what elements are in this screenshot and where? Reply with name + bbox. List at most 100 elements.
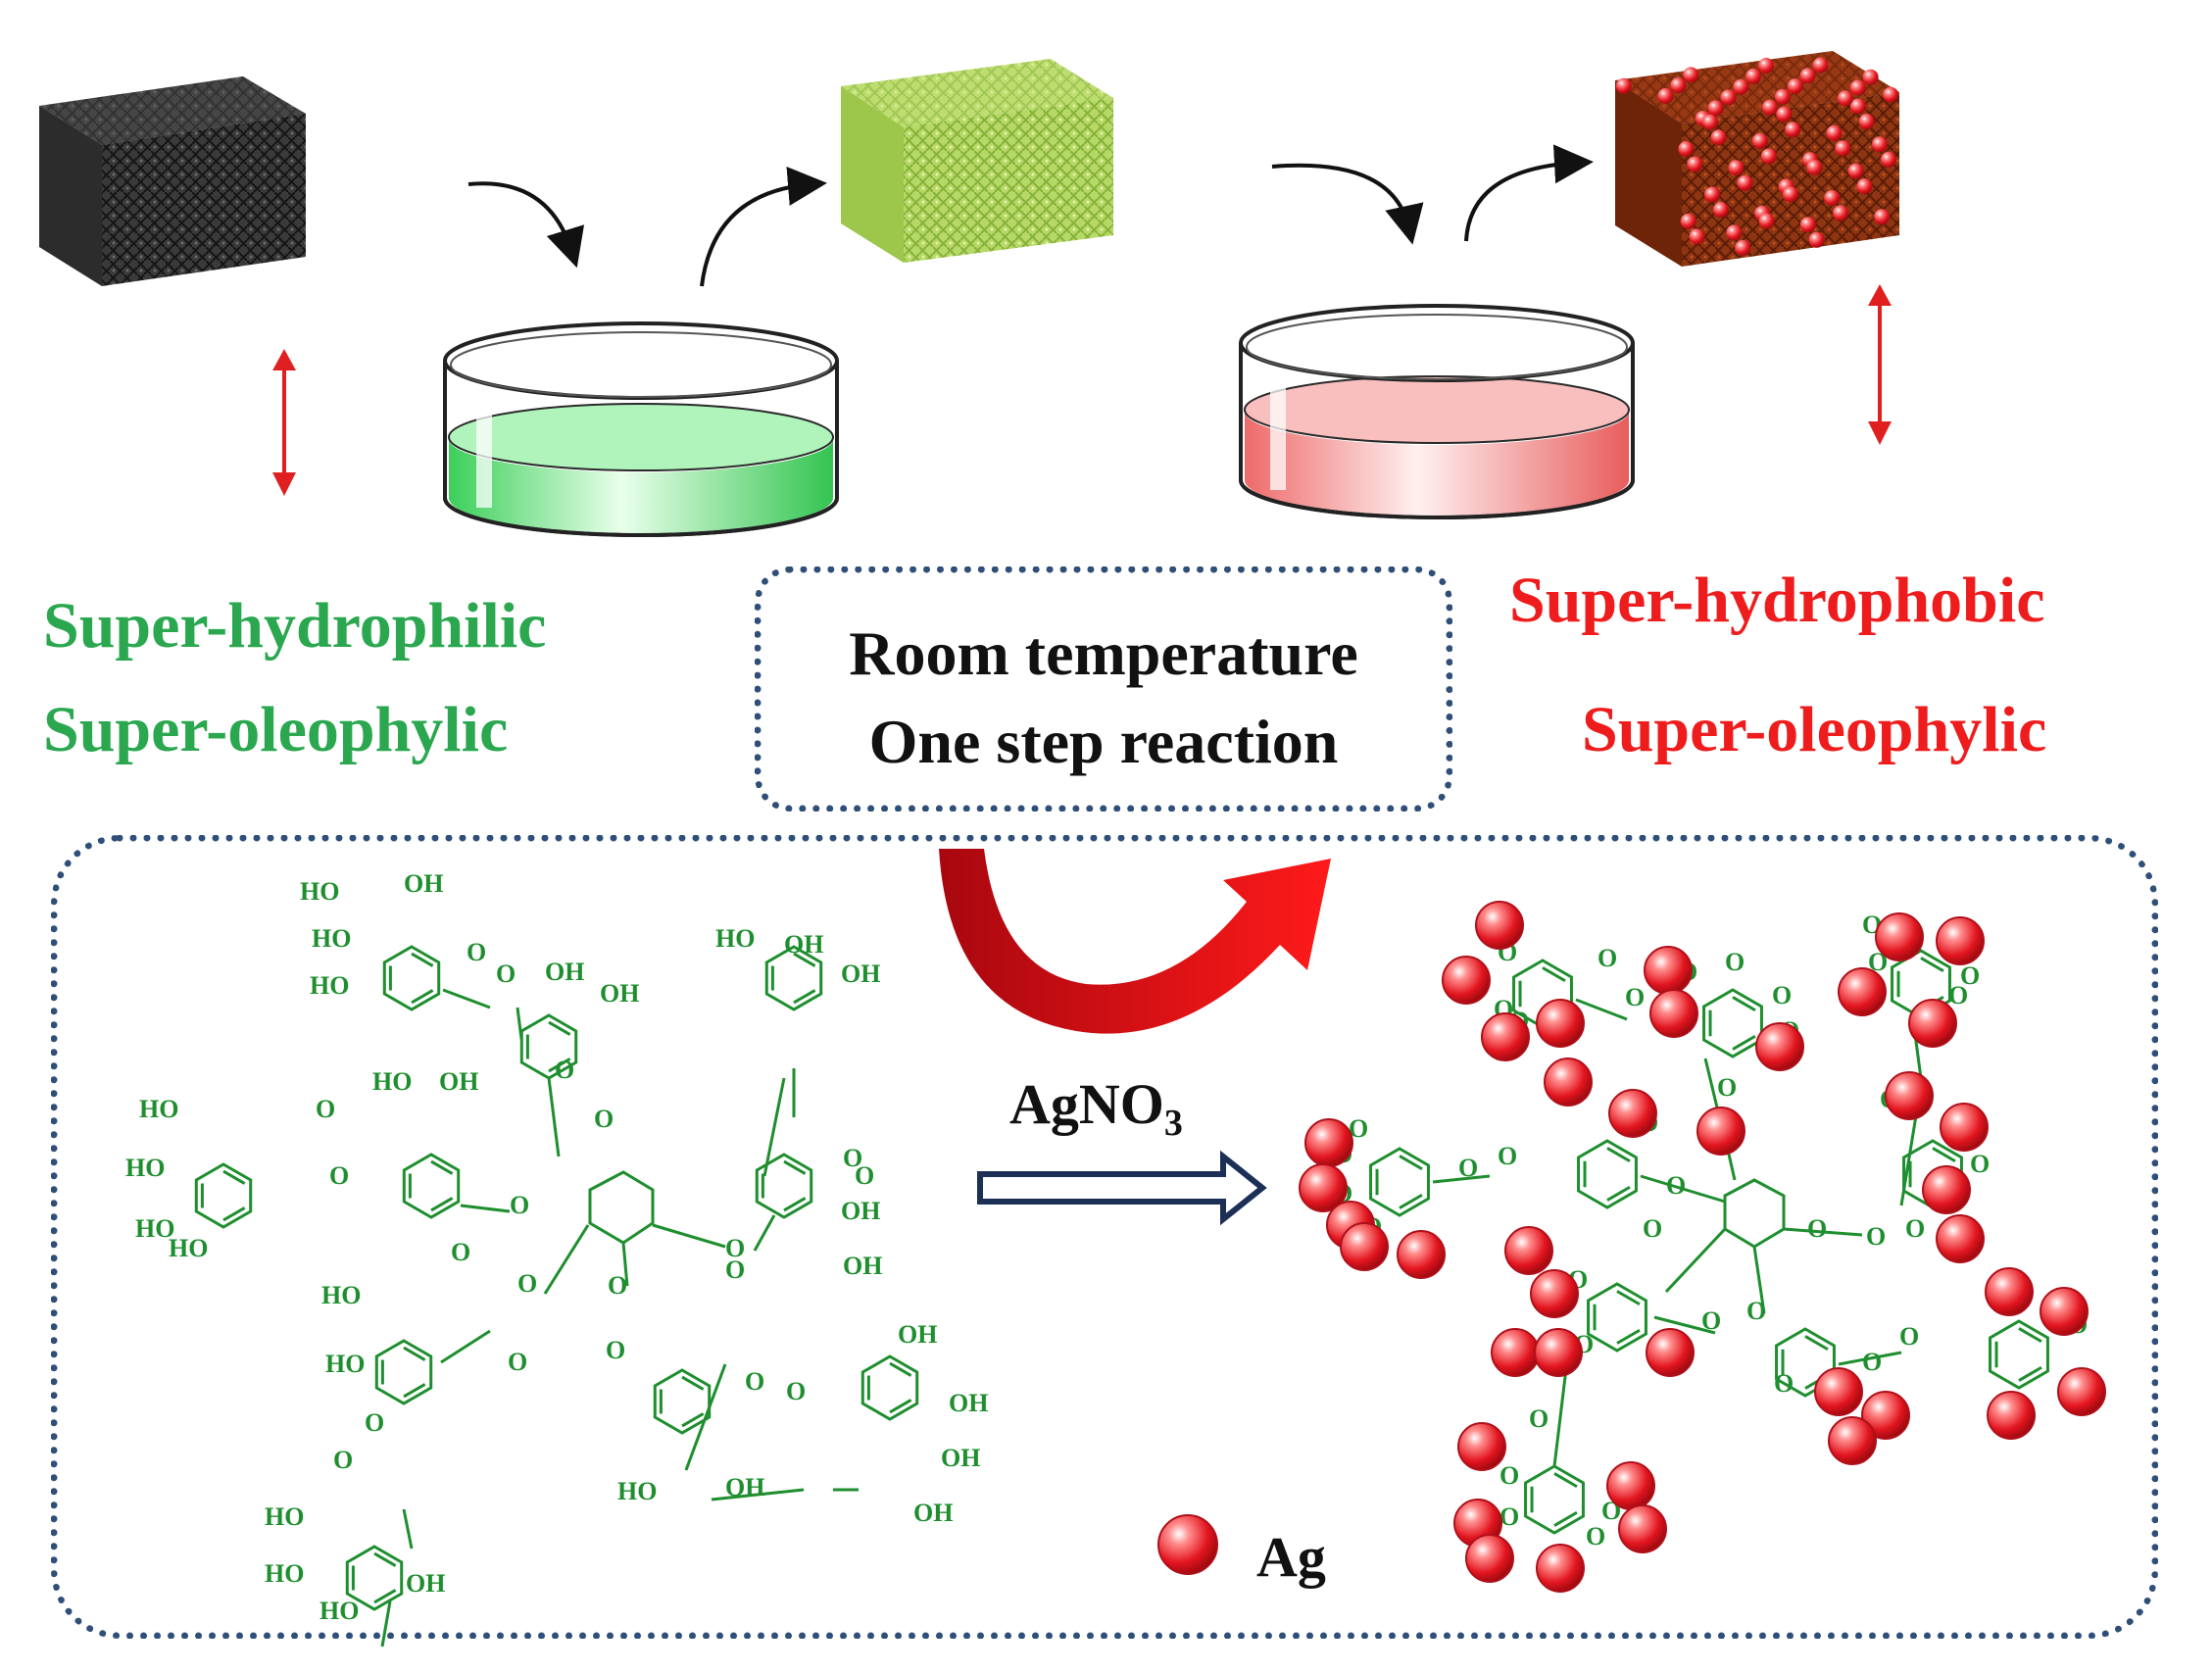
ring-left-core-double-bond	[430, 1159, 454, 1175]
ag-linkage-bond-1	[1703, 1058, 1719, 1108]
silver-particle-35	[1457, 1422, 1506, 1471]
linkage-bond-12	[402, 1508, 414, 1550]
ring-bottom-gallate-double-bond	[373, 1551, 397, 1567]
chem-label-oh-28: HO	[320, 1597, 359, 1625]
chem-label-o-13: O	[517, 1269, 537, 1298]
silver-particle-29	[1861, 1391, 1910, 1440]
ring-left-core	[402, 1153, 461, 1219]
sponge-silver-dot-27	[1862, 69, 1879, 85]
chem-label-o-10: O	[855, 1161, 874, 1190]
curved-arrow-icon-3	[1271, 163, 1424, 245]
chem-label-oh-15: OH	[439, 1067, 478, 1096]
chem-label-oh-29: OH	[406, 1569, 445, 1598]
chem-label-oh-24: HO	[617, 1477, 657, 1505]
ag-chem-label-r37: O	[1774, 1369, 1794, 1398]
ag-chem-label-r36: O	[1746, 1297, 1766, 1325]
ring-top-right	[764, 945, 823, 1011]
ring-right-core-double-bond	[783, 1159, 807, 1175]
sponge-silver-dot-34	[1799, 217, 1816, 233]
chem-label-oh-27: HO	[265, 1559, 304, 1588]
ag-chem-label-r45: O	[1586, 1522, 1605, 1550]
linkage-bond-8	[440, 1329, 491, 1364]
silver-particle-17	[1299, 1163, 1348, 1212]
silver-particle-7	[1875, 912, 1924, 961]
ag-chem-label-r31: O	[1905, 1214, 1925, 1243]
sponge-silver-dot-39	[1762, 99, 1778, 116]
ring-left-gallate-double-bond	[222, 1206, 246, 1222]
sponge-silver-dot-37	[1824, 189, 1841, 206]
chem-label-o-8: O	[451, 1238, 470, 1266]
chem-label-o-11: O	[725, 1234, 745, 1262]
chem-label-oh-5: OH	[545, 958, 584, 986]
sponge-silver-dot-35	[1880, 151, 1896, 168]
chem-label-oh-23: OH	[913, 1499, 953, 1527]
ag-chem-label-r10: O	[1772, 981, 1792, 1009]
ag-ring-bottom-gallate	[1524, 1464, 1585, 1535]
ring-bottom-core	[653, 1368, 712, 1435]
silver-particle-26	[1922, 1165, 1971, 1214]
chem-label-oh-18: HO	[321, 1281, 361, 1309]
sponge-silver-dot-25	[1728, 160, 1745, 176]
silver-particle-icon	[1157, 1514, 1218, 1575]
silver-particle-37	[1465, 1534, 1514, 1583]
silver-particle-20	[1397, 1230, 1446, 1279]
silver-particle-32	[2040, 1287, 2089, 1336]
linkage-bond-2	[547, 1077, 561, 1157]
silver-particle-38	[1536, 1544, 1585, 1593]
chem-label-oh-26: HO	[265, 1502, 304, 1531]
chem-label-oh-12: HO	[135, 1214, 174, 1243]
ag-ring-bottom-left	[1587, 1282, 1647, 1353]
ring-top-core-double-bond	[548, 1058, 571, 1073]
ring-top-gallate-double-bond	[411, 989, 434, 1005]
linkage-bond-9	[684, 1363, 727, 1471]
sponge-silver-dot-26	[1808, 231, 1825, 248]
condition-room-temperature: Room temperature	[849, 618, 1358, 688]
ag-ring-right-core-double-bond	[1932, 1147, 1956, 1163]
chem-label-oh-19: HO	[325, 1350, 365, 1378]
chem-label-oh-17: OH	[843, 1252, 882, 1280]
chem-label-o-14: O	[608, 1271, 627, 1300]
ag-chem-label-r44: O	[1499, 1502, 1519, 1531]
sponge-silver-dot-30	[1657, 87, 1674, 104]
reagent-formula: AgNO	[1009, 1072, 1164, 1136]
curved-arrow-icon-4	[1464, 144, 1594, 242]
big-curved-arrow-icon	[939, 849, 1331, 1034]
chem-label-oh-22: OH	[941, 1444, 980, 1472]
sponge-silver-dot-36	[1683, 67, 1699, 83]
ag-linkage-bond-8	[1664, 1227, 1727, 1294]
ag-chem-label-r42: O	[1529, 1404, 1548, 1433]
sponge-silver-dot-49	[1701, 114, 1718, 130]
ag-chem-label-r15: O	[1960, 961, 1980, 990]
sponge-silver-dot-51	[1812, 57, 1829, 74]
sponge-silver-dot-46	[1678, 141, 1695, 157]
sponge-silver-dot-43	[1872, 136, 1888, 153]
ag-ring-top-left-double-bond	[1542, 966, 1566, 983]
sponge-silver-dot-19	[1680, 213, 1696, 229]
silver-particle-34	[1987, 1391, 2036, 1440]
sponge-silver-dot-5	[1858, 114, 1875, 129]
sponge-silver-dot-12	[1733, 78, 1749, 95]
chem-label-o-5: O	[555, 1056, 574, 1084]
ag-chem-label-r25: O	[1666, 1171, 1686, 1200]
silver-particle-8	[1936, 916, 1985, 965]
sponge-silver-dot-42	[1774, 88, 1791, 105]
ring-bottom-gallate-double-bond	[373, 1589, 397, 1604]
silver-particle-27	[1936, 1214, 1985, 1263]
sponge-silver-dot-38	[1687, 156, 1703, 172]
sponge-silver-dot-9	[1720, 89, 1737, 106]
ag-linkage-bond-4	[1640, 1174, 1726, 1204]
ag-chem-label-r22: O	[1498, 1142, 1517, 1170]
silver-particle-30	[1828, 1416, 1877, 1465]
silver-particle-15	[1696, 1107, 1745, 1156]
chem-label-oh-6: OH	[600, 979, 639, 1008]
silver-particle-31	[1985, 1267, 2034, 1316]
ag-ring-top-core-double-bond	[1732, 996, 1756, 1012]
silver-particles	[1299, 901, 2106, 1593]
linkage-bond-10	[711, 1488, 805, 1501]
linkage-bond-6	[621, 1242, 629, 1287]
ag-linkage-bond-0	[1575, 998, 1628, 1021]
ag-chem-label-r43: O	[1499, 1461, 1519, 1490]
sponge-silver-dot-50	[1783, 186, 1798, 203]
ag-ring-bottom-core	[1775, 1327, 1836, 1398]
